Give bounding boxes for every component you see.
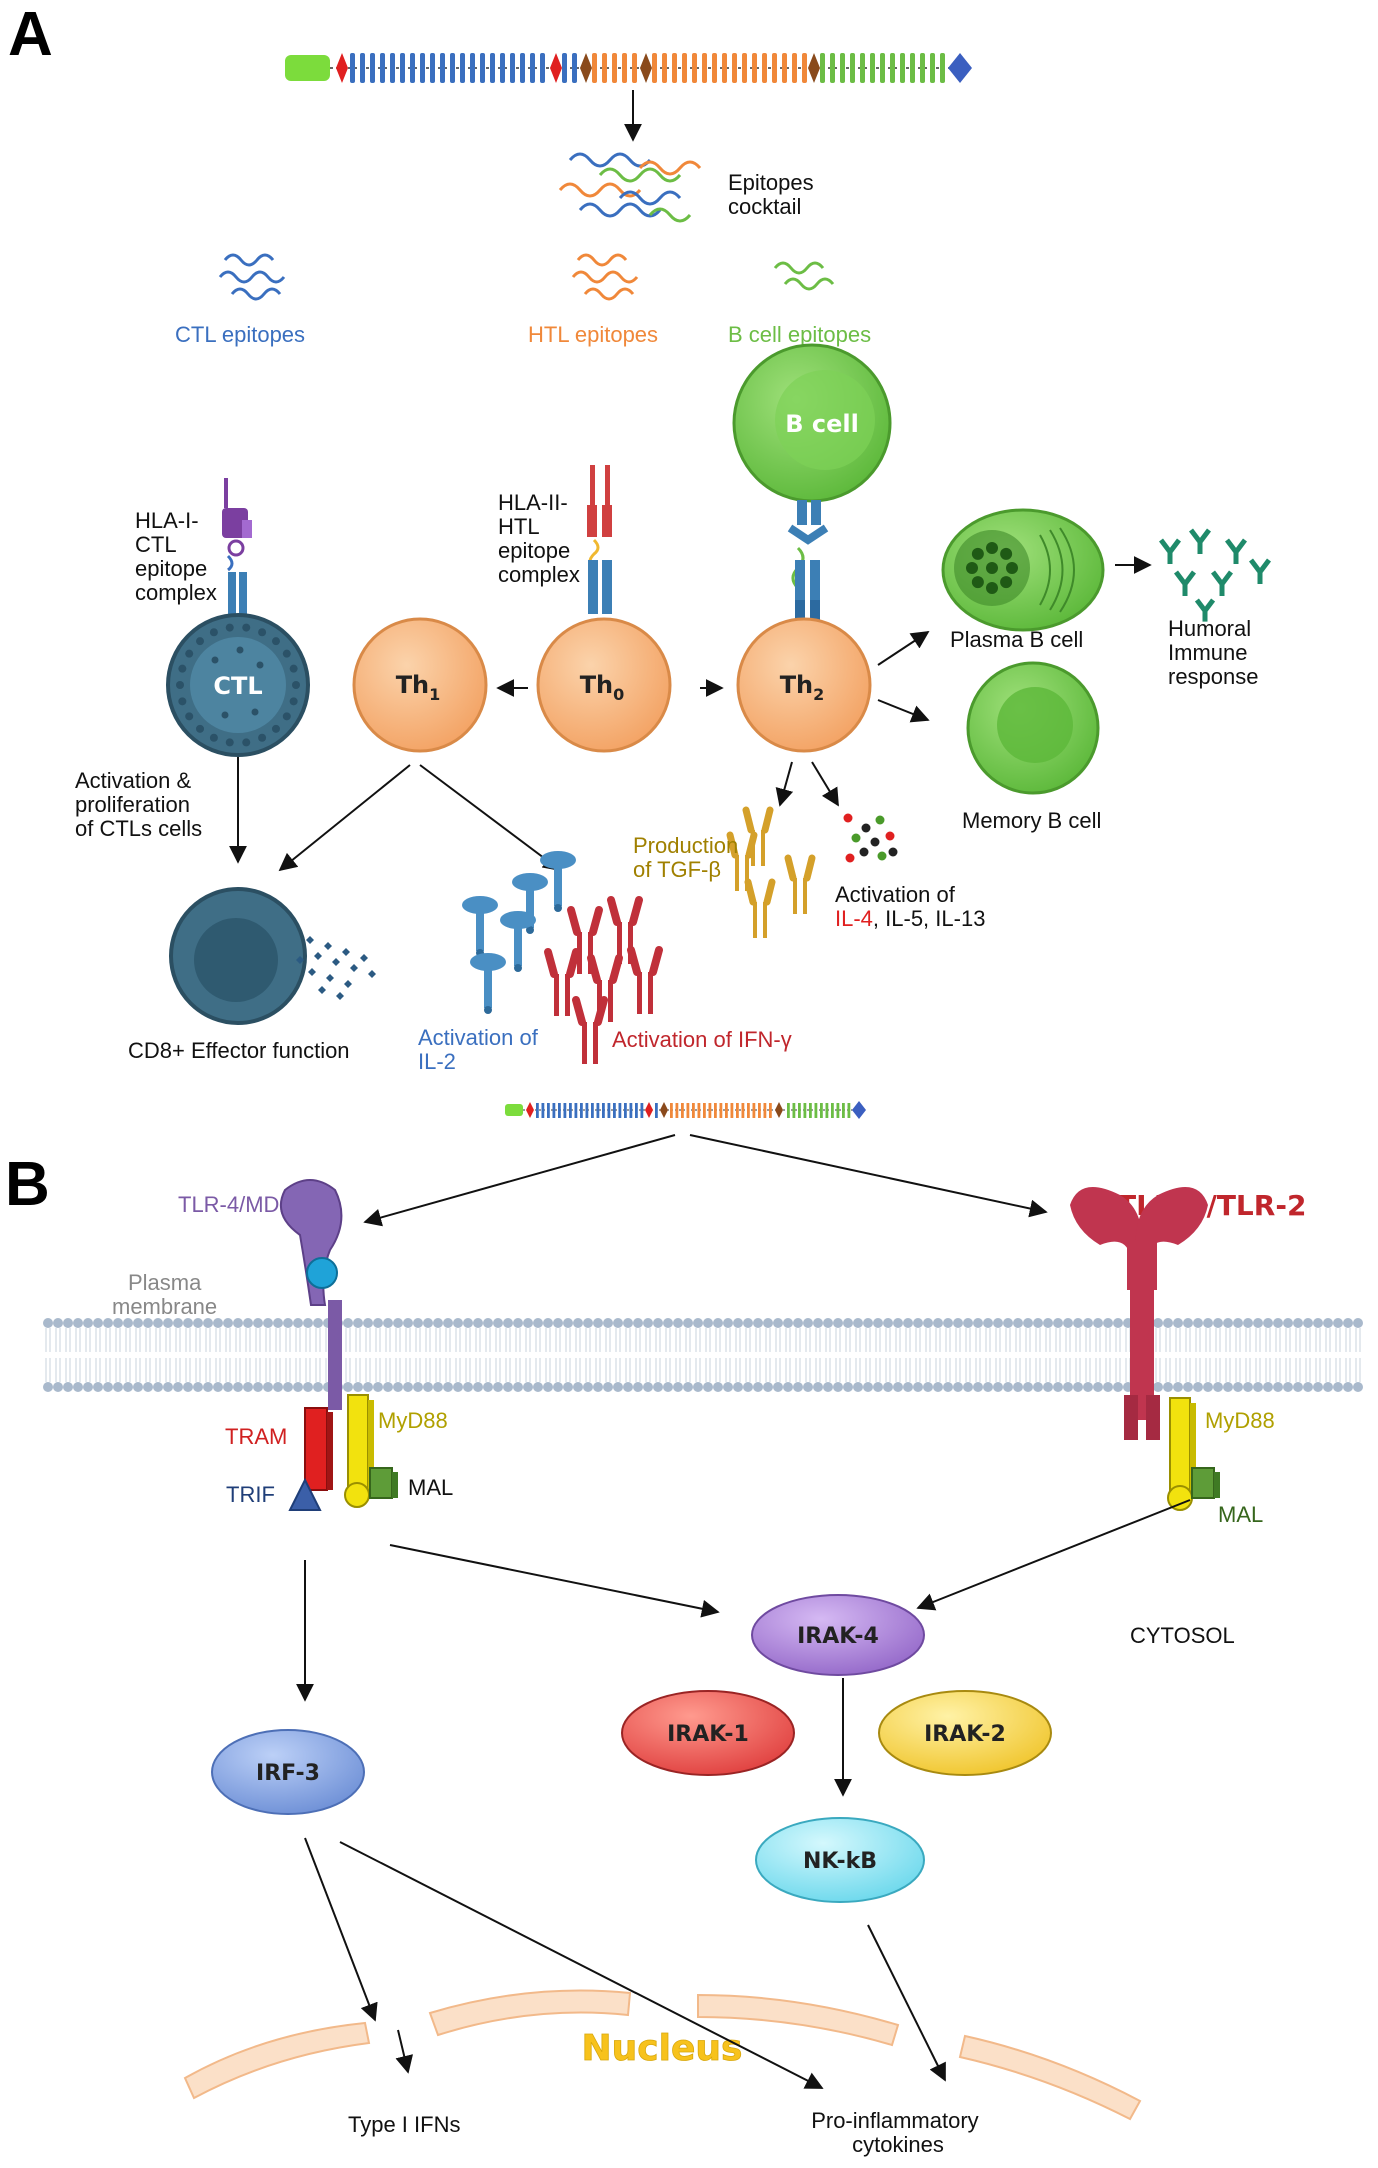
htl-epitopes-icon — [571, 253, 639, 301]
myd88-right-label: MyD88 — [1205, 1408, 1275, 1433]
tgf-beta-icon — [726, 806, 816, 938]
htl-epitopes-label: HTL epitopes — [528, 322, 658, 347]
nucleus-membrane — [183, 1989, 1142, 2121]
activation-ctl-label: Activation & proliferation of CTLs cells — [75, 768, 202, 841]
svg-text:IRAK-1: IRAK-1 — [667, 1722, 749, 1747]
b-cell: B cell — [732, 343, 892, 503]
irf3-node: IRF-3 — [211, 1729, 365, 1815]
cd8-effector-label: CD8+ Effector function — [128, 1038, 350, 1063]
myd88-left-label: MyD88 — [378, 1408, 448, 1433]
myd88-left-adaptor-icon — [344, 1394, 374, 1508]
mal-left-label: MAL — [408, 1475, 453, 1500]
nfkb-node: NK-kB — [755, 1817, 925, 1903]
ctl-cell: CTL — [166, 613, 310, 757]
hla2-receptor-icon — [587, 465, 612, 614]
irak2-node: IRAK-2 — [878, 1690, 1052, 1776]
activation-il2-label: Activation of IL-2 — [418, 1025, 544, 1074]
tram-adaptor-icon — [304, 1407, 333, 1491]
vaccine-construct-bottom — [505, 1101, 866, 1119]
svg-text:IRAK-4: IRAK-4 — [797, 1624, 879, 1649]
svg-text:Th0: Th0 — [580, 671, 625, 704]
svg-text:NK-kB: NK-kB — [803, 1849, 877, 1874]
mal-right-adaptor-icon — [1191, 1467, 1220, 1499]
ctl-epitopes-label: CTL epitopes — [175, 322, 305, 347]
epitopes-cocktail-icon — [558, 152, 702, 223]
tram-label: TRAM — [225, 1424, 287, 1449]
plasma-b-cell — [941, 508, 1105, 632]
tlr4-md2-label: TLR-4/MD2 — [178, 1192, 292, 1217]
trif-adaptor-icon — [288, 1477, 322, 1511]
panel-b-label: B — [5, 1150, 50, 1219]
tlr2-receptor-icon — [1070, 1187, 1208, 1440]
memory-b-cell — [966, 661, 1100, 795]
svg-text:Th1: Th1 — [396, 671, 441, 704]
epitopes-cocktail-label: Epitopes cocktail — [728, 170, 820, 219]
th1-cell: Th1 — [352, 617, 488, 753]
svg-text:IRF-3: IRF-3 — [256, 1761, 320, 1786]
antibodies-icon — [1159, 528, 1271, 622]
svg-text:IRAK-2: IRAK-2 — [924, 1722, 1006, 1747]
type1-ifns-label: Type I IFNs — [348, 2112, 460, 2137]
svg-text:Th2: Th2 — [780, 671, 825, 704]
mal-right-label: MAL — [1218, 1502, 1263, 1527]
svg-text:CTL: CTL — [213, 672, 262, 700]
pro-inflammatory-label: Pro-inflammatory cytokines — [811, 2108, 985, 2157]
b-cell-receptor-icon — [787, 500, 829, 630]
plasma-membrane-label: Plasma membrane — [112, 1270, 217, 1319]
ctl-epitopes-icon — [218, 253, 286, 301]
plasma-membrane — [43, 1318, 1363, 1392]
ifn-gamma-icon — [544, 896, 663, 1064]
mal-left-adaptor-icon — [369, 1467, 398, 1499]
hla1-complex-label: HLA-I- CTL epitope complex — [135, 508, 217, 605]
b-cell-epitopes-icon — [773, 261, 835, 291]
b-cell-epitopes-label: B cell epitopes — [728, 322, 871, 347]
cytosol-label: CYTOSOL — [1130, 1623, 1235, 1648]
trif-label: TRIF — [226, 1482, 275, 1507]
myd88-right-adaptor-icon — [1167, 1397, 1196, 1511]
th0-cell: Th0 — [536, 617, 672, 753]
panel-a-label: A — [8, 0, 53, 69]
interleukin-dots-icon — [843, 813, 898, 863]
plasma-b-cell-label: Plasma B cell — [950, 627, 1083, 652]
cd8-effector-cell — [169, 887, 376, 1025]
th2-cell: Th2 — [736, 617, 872, 753]
activation-ifn-label: Activation of IFN-γ — [612, 1027, 792, 1052]
vaccine-construct-top — [285, 53, 972, 83]
hla1-receptor-icon — [222, 478, 252, 614]
irak1-node: IRAK-1 — [621, 1690, 795, 1776]
hla2-complex-label: HLA-II- HTL epitope complex — [498, 490, 580, 587]
svg-text:B cell: B cell — [785, 410, 859, 438]
tlr4-receptor-icon — [280, 1179, 343, 1410]
memory-b-cell-label: Memory B cell — [962, 808, 1101, 833]
production-tgf-label: Production of TGF-β — [633, 833, 744, 882]
humoral-response-label: Humoral Immune response — [1168, 616, 1259, 689]
activation-il-label: Activation of IL-4, IL-5, IL-13 — [835, 882, 985, 931]
il2-icon — [462, 851, 576, 1014]
irak4-node: IRAK-4 — [751, 1594, 925, 1676]
